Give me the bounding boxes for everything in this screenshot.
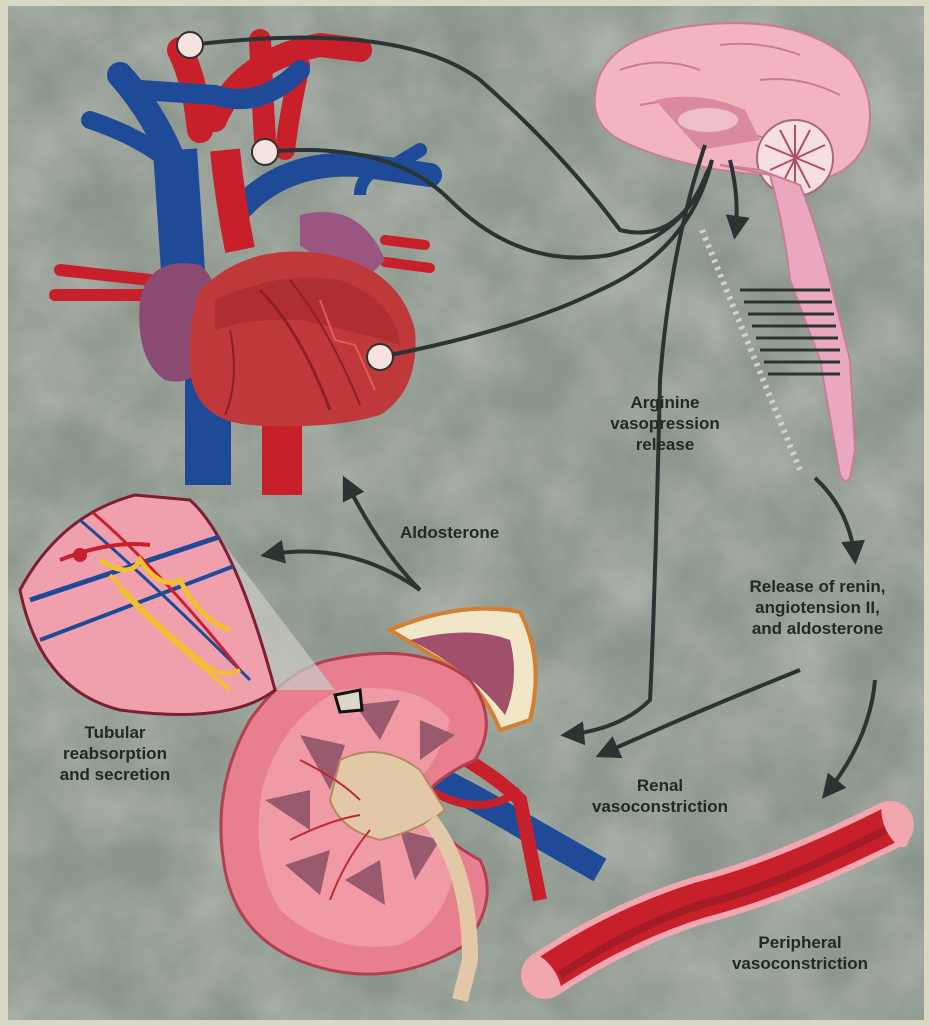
label-peripheral-vasoconstriction: Peripheral vasoconstriction	[700, 932, 900, 974]
label-tubular-reabsorption: Tubular reabsorption and secretion	[40, 722, 190, 785]
label-renal-vasoconstriction: Renal vasoconstriction	[560, 775, 760, 817]
label-arginine-vasopression: Arginine vasopression release	[600, 392, 730, 455]
label-renin-release: Release of renin, angiotension II, and a…	[705, 576, 930, 639]
label-aldosterone: Aldosterone	[400, 522, 550, 543]
